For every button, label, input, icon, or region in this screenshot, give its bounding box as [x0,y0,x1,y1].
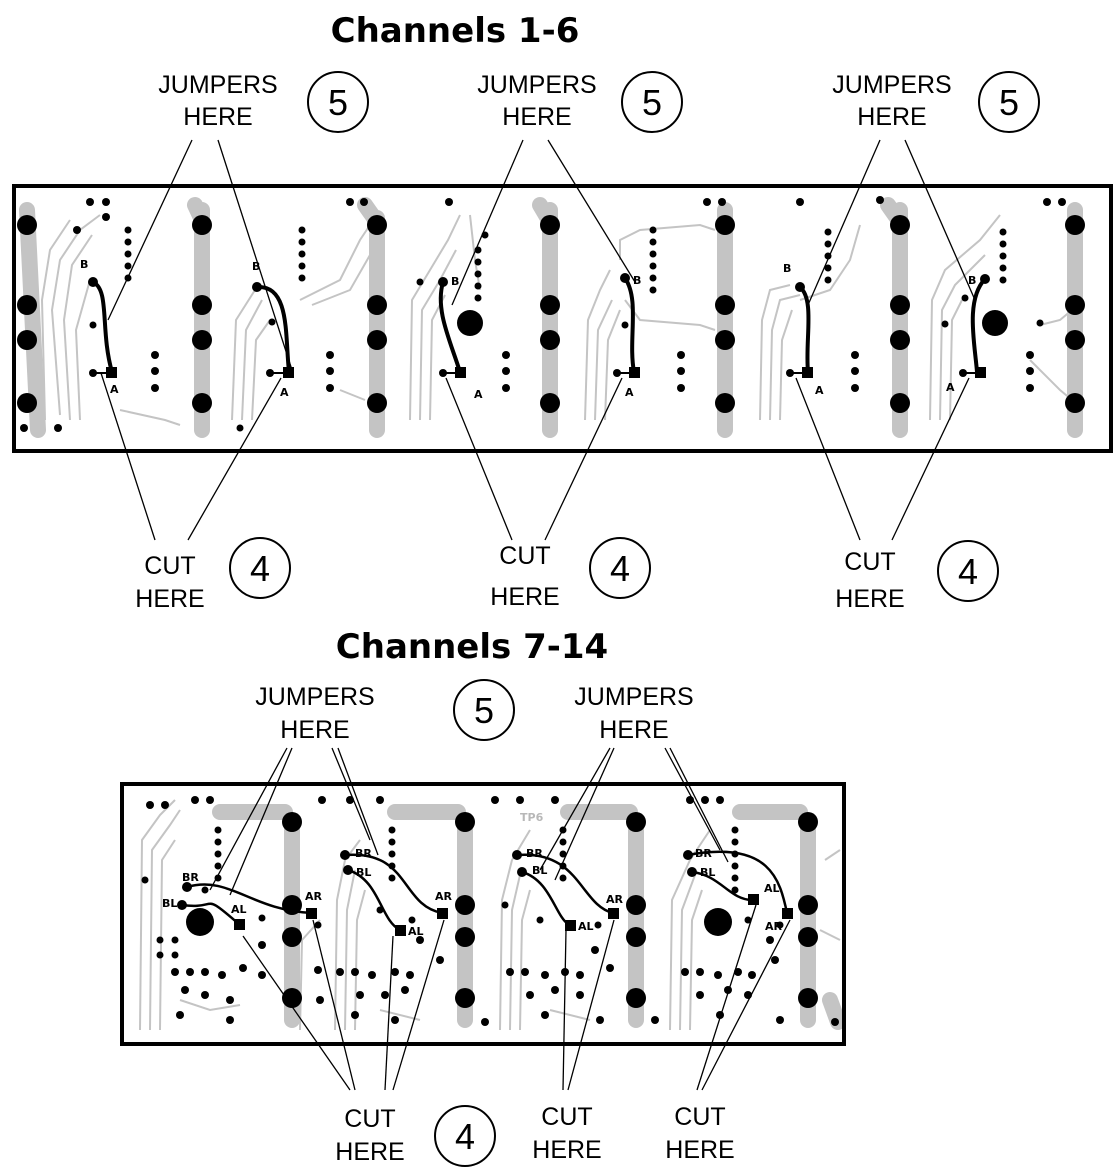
pad-label-ar: AR [435,890,453,903]
jumper-label-line1: JUMPERS [477,71,596,99]
jumper-label-line2: HERE [183,103,252,131]
top-cut-label-2: CUT HERE 4 [490,537,651,611]
cut-label-line2: HERE [835,585,904,613]
top-board-outline [12,184,1113,453]
pad-label-al: AL [231,903,247,916]
bottom-leader-lines [209,747,791,1091]
pad-label-b: B [633,274,641,287]
jumper-label-line2: HERE [502,103,571,131]
board-signal-traces [40,214,1073,426]
board-large-pads [186,812,818,1008]
pad-label-ar: AR [305,890,323,903]
top-cut-label-1: CUT HERE 4 [135,537,291,613]
step-circle [621,71,683,133]
bottom-board-outline [120,782,846,1046]
cut-label-line1: CUT [844,548,895,576]
pad-label-a: A [815,384,824,397]
jumper-label-line1: JUMPERS [158,71,277,99]
jumper-label-line2: HERE [599,716,668,744]
pad-label-a: A [280,386,289,399]
top-leader-lines [100,139,976,541]
step-circle [307,71,369,133]
pad-label-b: B [451,275,459,288]
step-number: 4 [610,548,630,589]
board-large-pads [17,215,1085,413]
bottom-cut-step: 4 [434,1105,496,1167]
step-number: 5 [999,82,1019,123]
pad-label-al: AL [578,920,594,933]
cut-label-line2: HERE [532,1136,601,1164]
board-small-pads [20,196,1066,432]
cut-label-line2: HERE [490,583,559,611]
step-number: 4 [958,551,978,592]
pad-label-a: A [625,386,634,399]
cut-label-line1: CUT [541,1103,592,1131]
board-small-pads [141,796,839,1026]
pad-label-bl: BL [532,864,547,877]
cut-label-line1: CUT [674,1103,725,1131]
pad-label-br: BR [355,847,372,860]
step-circle [229,537,291,599]
pad-label-b: B [968,274,976,287]
pad-label-br: BR [526,847,543,860]
pad-label-ar: AR [765,920,783,933]
step-circle [434,1105,496,1167]
pad-label-a: A [474,388,483,401]
cut-label-line2: HERE [135,585,204,613]
step-circle [937,540,999,602]
cut-label-line2: HERE [335,1138,404,1166]
bottom-circuit-board: TP6 BR BL AR AL BR BL AR AL BR B [120,782,846,1046]
step-circle [978,71,1040,133]
pad-label-bl: BL [162,897,177,910]
bottom-cut-label-1: CUT HERE [335,1105,404,1166]
bottom-section-title: Channels 7-14 [336,627,608,667]
jumper-label-line1: JUMPERS [574,683,693,711]
board-signal-traces [139,799,841,1031]
jumper-label-line2: HERE [280,716,349,744]
top-jumper-label-3: JUMPERS HERE 5 [832,71,1040,133]
step-number: 5 [474,690,494,731]
cut-label-line2: HERE [665,1136,734,1164]
bottom-jumper-label-1: JUMPERS HERE [255,683,374,744]
pad-label-bl: BL [700,866,715,879]
bottom-cut-label-3: CUT HERE [665,1103,734,1164]
step-number: 5 [642,82,662,123]
step-number: 5 [328,82,348,123]
bottom-jumper-step: 5 [453,679,515,741]
top-jumpers: B A B A B A B A B A [80,258,990,401]
step-circle [453,679,515,741]
pad-label-b: B [783,262,791,275]
pad-label-a: A [946,381,955,394]
top-circuit-board: B A B A B A B A B A [12,184,1113,453]
board-bus-traces [212,804,846,1030]
step-number: 4 [455,1116,475,1157]
bottom-jumpers: TP6 BR BL AR AL BR BL AR AL BR B [162,811,793,938]
pad-label-b: B [252,260,260,273]
pad-label-al: AL [408,925,424,938]
cut-label-line1: CUT [499,542,550,570]
step-circle [589,537,651,599]
pad-label-a: A [110,383,119,396]
jumper-label-line1: JUMPERS [832,71,951,99]
step-number: 4 [250,548,270,589]
test-point-label: TP6 [520,811,544,824]
pad-label-br: BR [695,847,712,860]
cut-label-line1: CUT [144,552,195,580]
bottom-jumper-label-2: JUMPERS HERE [574,683,693,744]
pad-label-b: B [80,258,88,271]
jumper-label-line2: HERE [857,103,926,131]
top-section-title: Channels 1-6 [331,11,580,51]
pad-label-br: BR [182,871,199,884]
jumper-label-line1: JUMPERS [255,683,374,711]
pad-label-ar: AR [606,893,624,906]
pad-label-bl: BL [356,866,371,879]
top-jumper-label-2: JUMPERS HERE 5 [477,71,683,133]
top-jumper-label-1: JUMPERS HERE 5 [158,71,369,133]
pad-label-al: AL [764,882,780,895]
cut-label-line1: CUT [344,1105,395,1133]
bottom-cut-label-2: CUT HERE [532,1103,601,1164]
top-cut-label-3: CUT HERE 4 [835,540,999,613]
